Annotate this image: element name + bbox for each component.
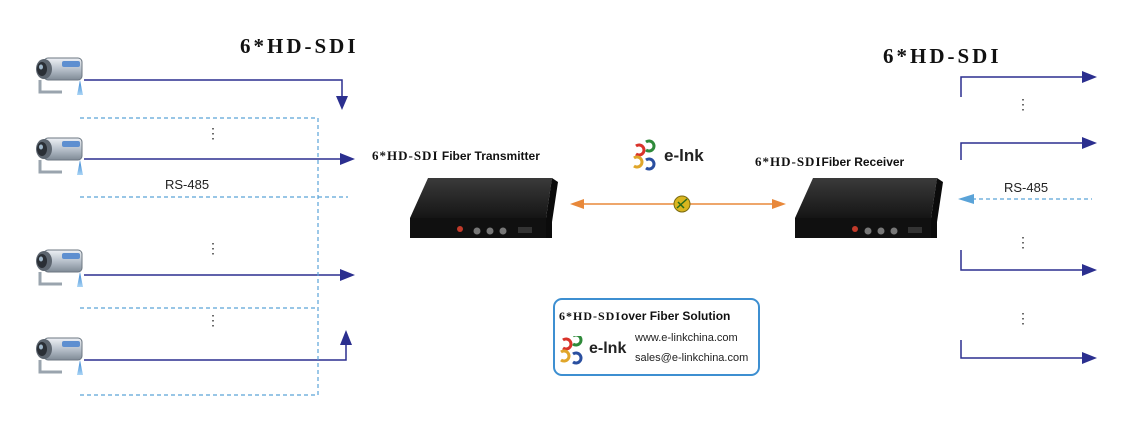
fiber-transmitter-device [410, 178, 558, 238]
ellipsis-right-1: ⋮ [1016, 96, 1030, 112]
transmitter-prefix: 6*HD-SDI [372, 148, 439, 163]
transmitter-text: Fiber Transmitter [441, 149, 540, 163]
transmitter-ports [457, 226, 532, 235]
solution-box: 6*HD-SDIover Fiber Solution e-lnk www.e-… [553, 298, 760, 376]
right-rs485-label: RS-485 [1004, 180, 1049, 195]
video-arrows-right [1082, 71, 1097, 364]
solution-email[interactable]: sales@e-linkchina.com [635, 352, 749, 364]
ellipsis-left-2: ⋮ [206, 240, 220, 256]
fiber-optic-icon [673, 195, 691, 213]
camera-4 [34, 336, 85, 377]
video-arrows-left [336, 96, 355, 345]
solution-title-text: over Fiber Solution [621, 309, 731, 323]
camera-2 [34, 136, 85, 177]
solution-brand: e-lnk [589, 340, 627, 357]
ellipsis-left-1: ⋮ [206, 125, 220, 141]
camera-3 [34, 248, 85, 289]
video-lines-left [84, 79, 347, 361]
brand-name: e-lnk [664, 146, 704, 165]
camera-1 [34, 56, 85, 97]
left-title: 6*HD-SDI [240, 34, 359, 58]
solution-website[interactable]: www.e-linkchina.com [635, 332, 738, 344]
left-rs485-label: RS-485 [165, 177, 210, 192]
transmitter-label: 6*HD-SDI Fiber Transmitter [372, 148, 540, 164]
solution-logo-icon [560, 336, 583, 365]
solution-title: 6*HD-SDIover Fiber Solution [559, 309, 730, 324]
data-lines-left [80, 117, 348, 396]
receiver-label: 6*HD-SDIFiber Receiver [755, 154, 904, 170]
ellipsis-right-2: ⋮ [1016, 234, 1030, 250]
brand-logo-icon [633, 139, 656, 171]
ellipsis-left-3: ⋮ [206, 312, 220, 328]
receiver-prefix: 6*HD-SDI [755, 154, 822, 169]
receiver-text: Fiber Receiver [821, 155, 905, 169]
solution-title-prefix: 6*HD-SDI [559, 309, 622, 323]
data-line-right [958, 194, 1092, 204]
ellipsis-right-3: ⋮ [1016, 310, 1030, 326]
video-lines-right [960, 76, 1086, 359]
right-title: 6*HD-SDI [883, 44, 1002, 68]
receiver-ports [852, 226, 922, 235]
